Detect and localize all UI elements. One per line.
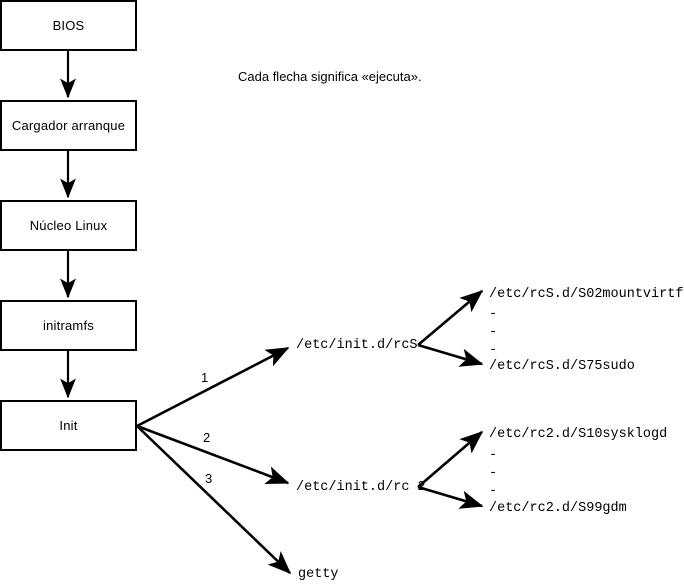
edge-init-to-rc2 [136,424,290,485]
rcs-separator-2: - [489,325,498,340]
node-bootloader-label: Cargador arranque [11,118,126,133]
node-kernel-label: Núcleo Linux [29,218,108,233]
rc2-entry-first[interactable]: /etc/rc2.d/S10sysklogd [489,427,668,442]
edge-rc2-to-last [417,485,484,509]
diagram-caption: Cada flecha significa «ejecuta». [238,69,422,84]
edge-rcs-to-first [417,289,484,346]
branch-number-3: 3 [205,471,213,486]
edge-rc2-to-first [417,430,484,488]
node-init-label: Init [59,418,78,433]
rc2-separator-2: - [489,466,498,481]
branch-number-2: 2 [203,430,211,445]
node-getty[interactable]: getty [298,567,339,582]
node-init[interactable]: Init [0,400,137,451]
rcs-entry-last[interactable]: /etc/rcS.d/S75sudo [489,359,635,374]
node-kernel[interactable]: Núcleo Linux [0,200,137,251]
node-initramfs[interactable]: initramfs [0,300,137,351]
branch-number-1: 1 [201,370,209,385]
rcs-separator-1: - [489,307,498,322]
node-initramfs-label: initramfs [43,318,94,333]
node-bios[interactable]: BIOS [0,0,137,51]
edge-rcs-to-last [417,343,484,367]
node-bootloader[interactable]: Cargador arranque [0,100,137,151]
rcs-entry-first[interactable]: /etc/rcS.d/S02mountvirtfs [489,287,684,302]
rc2-separator-1: - [489,448,498,463]
rc2-separator-3: - [489,484,498,499]
node-rc2-script[interactable]: /etc/init.d/rc 2 [296,480,426,495]
node-bios-label: BIOS [52,18,85,33]
rc2-entry-last[interactable]: /etc/rc2.d/S99gdm [489,501,627,516]
rcs-separator-3: - [489,343,498,358]
node-rcs-script[interactable]: /etc/init.d/rcS [296,338,418,353]
edge-init-to-getty [136,425,292,575]
edge-init-to-rcs [136,346,290,428]
